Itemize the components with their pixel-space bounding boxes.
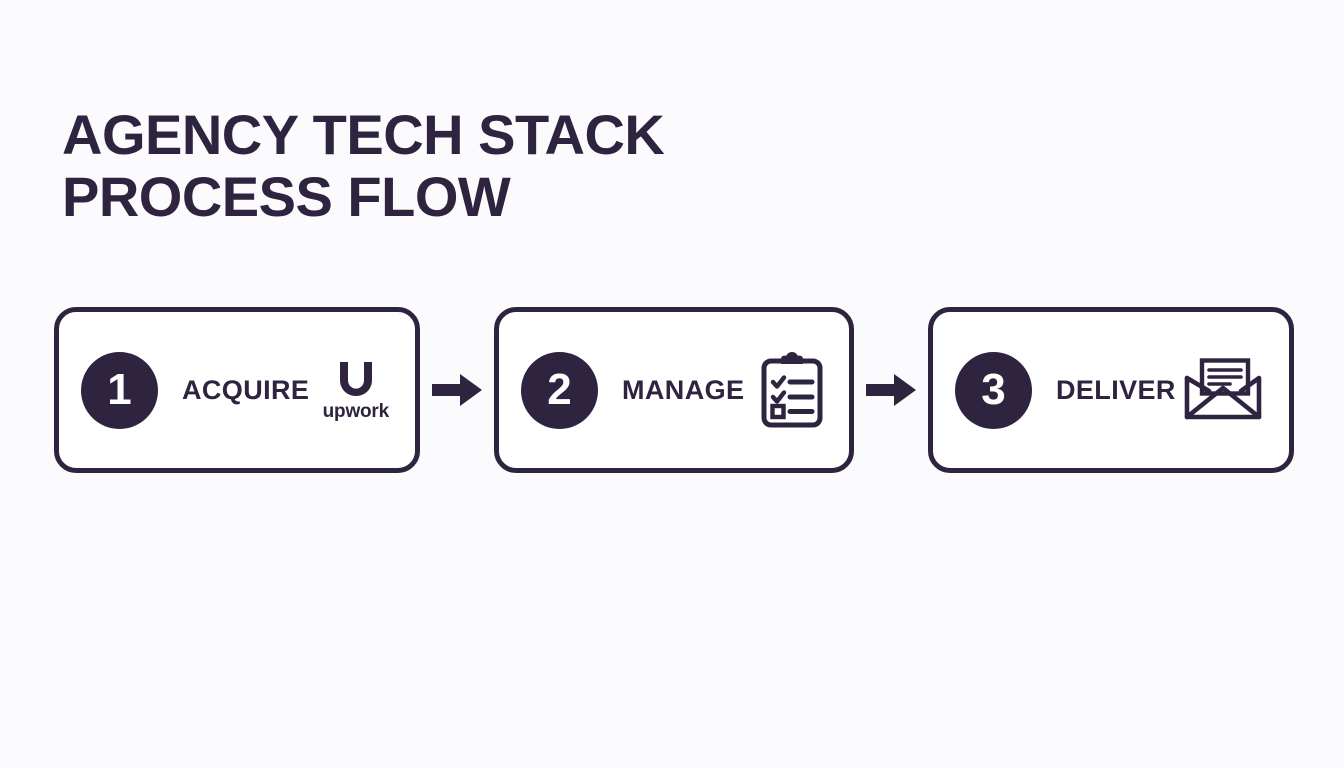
flow-connector-2 xyxy=(854,373,928,407)
clipboard-checklist-icon xyxy=(761,352,823,428)
step-label-deliver: DELIVER xyxy=(1056,374,1176,405)
upwork-wordmark: upwork xyxy=(322,401,390,422)
open-envelope-icon xyxy=(1184,358,1262,420)
arrow-right-icon xyxy=(432,374,482,406)
step-label-acquire: ACQUIRE xyxy=(182,374,310,405)
step-art-acquire: upwork xyxy=(323,359,389,421)
step-label-manage: MANAGE xyxy=(622,374,745,405)
step-number-badge-1: 1 xyxy=(81,351,158,429)
page-title: AGENCY TECH STACK PROCESS FLOW xyxy=(62,104,762,228)
process-flow-diagram: 1 ACQUIRE upwork 2 MANAGE xyxy=(54,307,1294,473)
page-title-line-2: PROCESS FLOW xyxy=(62,165,511,228)
step-art-deliver xyxy=(1183,358,1263,422)
step-art-manage xyxy=(761,352,823,428)
upwork-logo-lockup: upwork xyxy=(323,359,389,421)
page-title-line-1: AGENCY TECH STACK xyxy=(62,103,665,166)
step-number-badge-3: 3 xyxy=(955,351,1032,429)
flow-connector-1 xyxy=(420,373,494,407)
arrow-right-icon xyxy=(866,374,916,406)
process-step-acquire[interactable]: 1 ACQUIRE upwork xyxy=(54,307,420,473)
process-step-deliver[interactable]: 3 DELIVER xyxy=(928,307,1294,473)
upwork-logo-icon xyxy=(339,362,372,396)
process-step-manage[interactable]: 2 MANAGE xyxy=(494,307,854,473)
step-number-badge-2: 2 xyxy=(521,351,598,429)
